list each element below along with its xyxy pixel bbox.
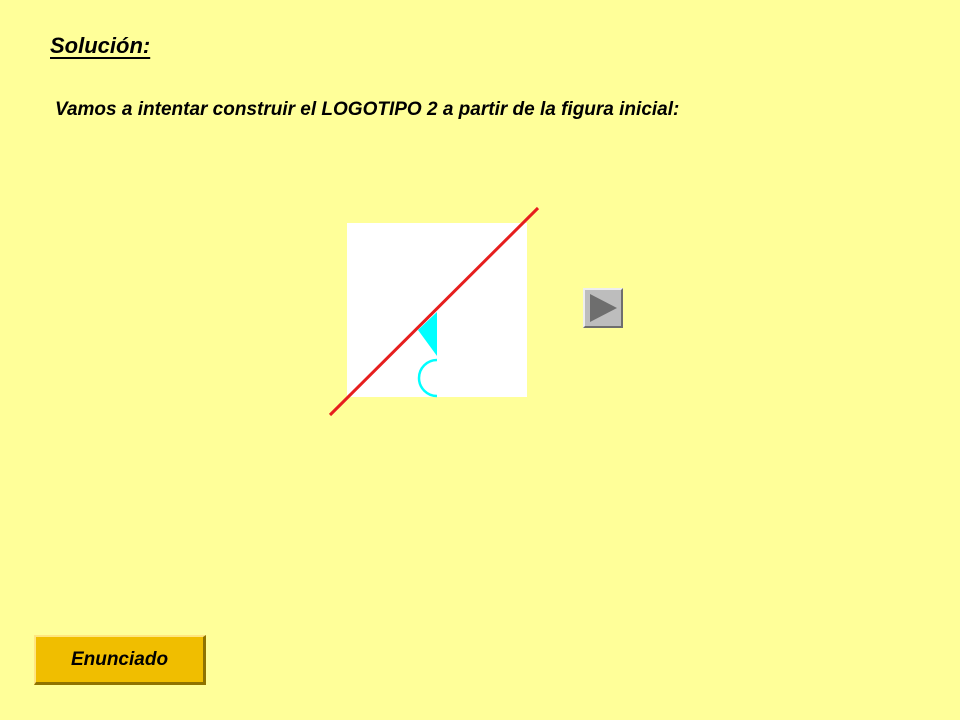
play-icon bbox=[590, 294, 617, 322]
intro-text: Vamos a intentar construir el LOGOTIPO 2… bbox=[55, 99, 680, 120]
play-button[interactable] bbox=[583, 288, 623, 328]
cyan-arc-shape bbox=[417, 358, 438, 398]
enunciado-button[interactable]: Enunciado bbox=[34, 635, 206, 685]
cyan-triangle-shape bbox=[418, 312, 437, 356]
page-title: Solución: bbox=[50, 33, 151, 58]
red-symmetry-axis bbox=[328, 206, 540, 417]
